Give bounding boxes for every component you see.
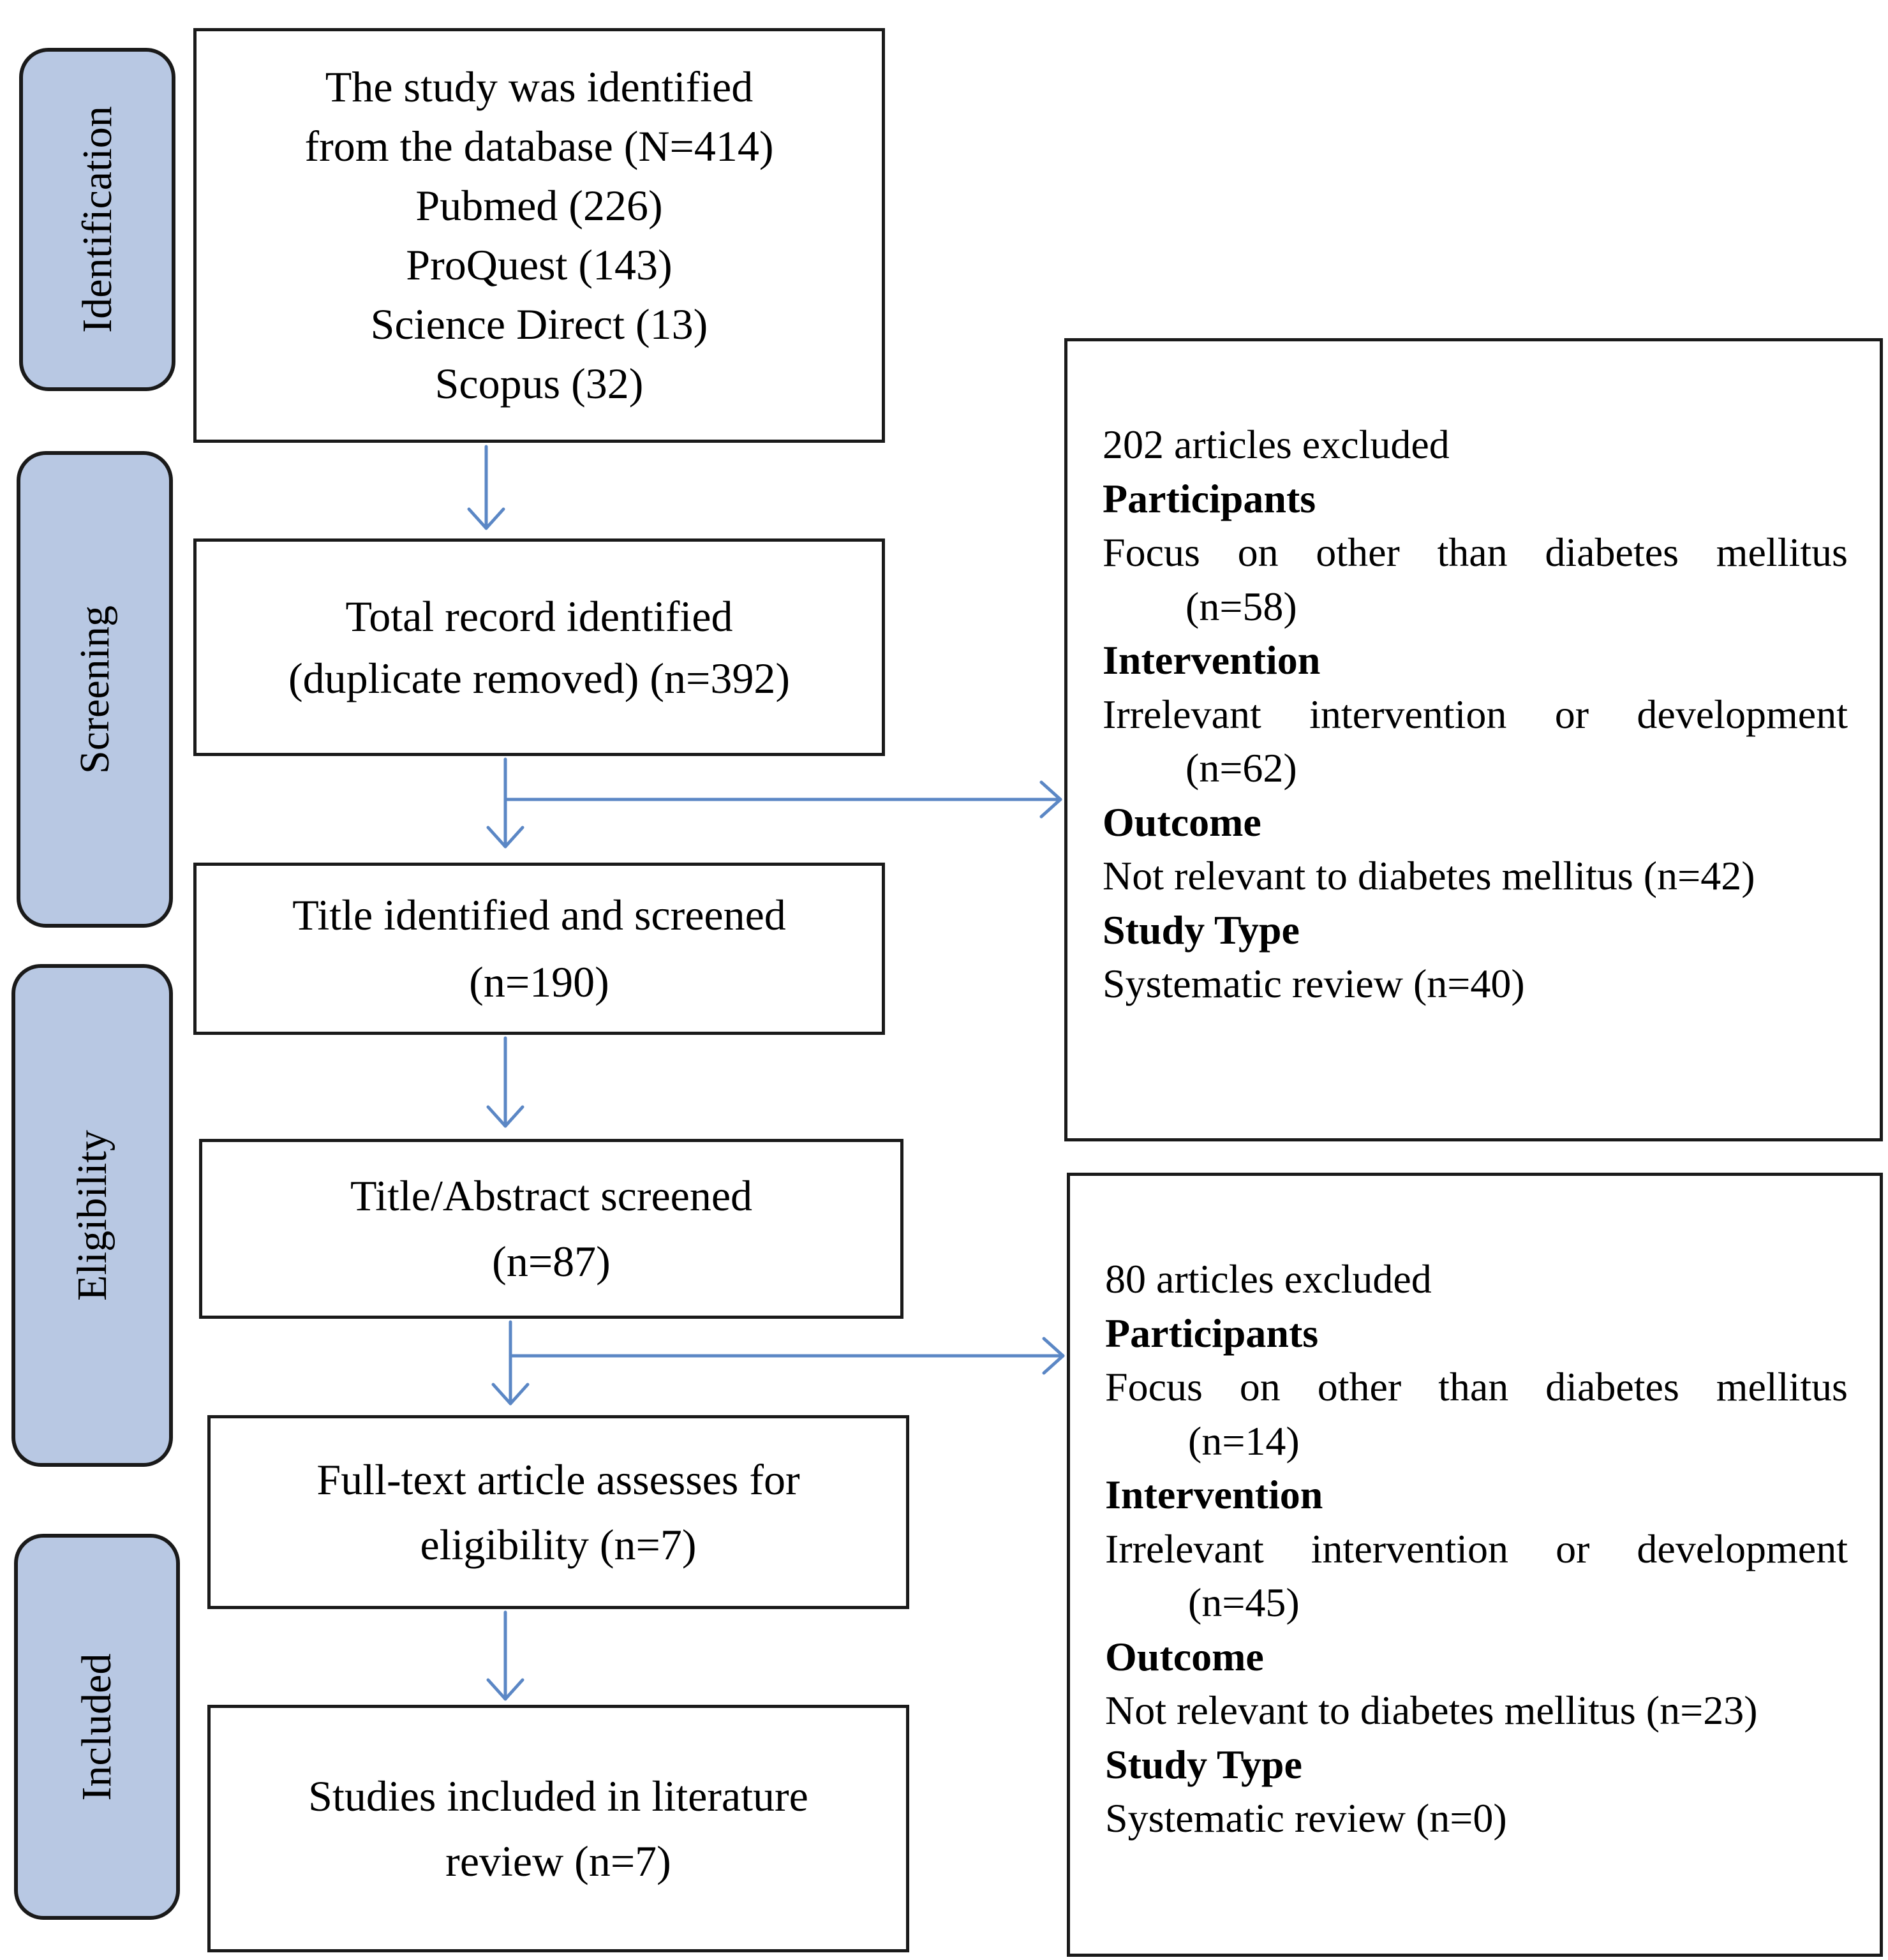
- exclusion-box-1: 202 articles excluded Participants Focus…: [1064, 338, 1883, 1141]
- identified-line-4: ProQuest (143): [406, 241, 673, 289]
- exclusion-2-header: 80 articles excluded: [1105, 1256, 1432, 1302]
- exclusion-2-study-type-label: Study Type: [1105, 1741, 1302, 1787]
- title-screened-line-2: (n=190): [469, 958, 609, 1006]
- exclusion-2-outcome-text: Not relevant to diabetes mellitus (n=23): [1105, 1688, 1758, 1733]
- stage-eligibility: Eligibility: [11, 964, 173, 1467]
- exclusion-2-participants-count: (n=14): [1188, 1418, 1300, 1464]
- identified-line-5: Science Direct (13): [370, 300, 708, 348]
- exclusion-1-study-type-text: Systematic review (n=40): [1103, 961, 1525, 1006]
- exclusion-2-intervention-count: (n=45): [1188, 1580, 1300, 1625]
- identified-line-1: The study was identified: [325, 63, 754, 111]
- included-line-1: Studies included in literature: [308, 1772, 808, 1820]
- arrow-deduplicated-to-title-screened: [486, 757, 524, 849]
- identified-line-6: Scopus (32): [435, 359, 644, 408]
- fulltext-box: Full-text article assesses for eligibili…: [207, 1415, 909, 1609]
- arrow-title-screened-to-abstract: [486, 1036, 524, 1128]
- stage-included: Included: [14, 1534, 180, 1920]
- exclusion-2-participants-label: Participants: [1105, 1310, 1319, 1356]
- exclusion-1-outcome-label: Outcome: [1103, 799, 1261, 845]
- exclusion-2-study-type-text: Systematic review (n=0): [1105, 1795, 1507, 1841]
- exclusion-2-intervention-label: Intervention: [1105, 1472, 1323, 1517]
- fulltext-line-1: Full-text article assesses for: [316, 1455, 800, 1504]
- title-screened-line-1: Title identified and screened: [292, 891, 786, 939]
- identified-line-2: from the database (N=414): [304, 122, 774, 170]
- abstract-screened-box: Title/Abstract screened (n=87): [199, 1139, 903, 1319]
- deduplicated-line-1: Total record identified: [345, 591, 733, 641]
- stage-identification: Identification: [19, 48, 175, 391]
- arrow-abstract-to-fulltext: [491, 1320, 530, 1406]
- included-line-2: review (n=7): [445, 1837, 671, 1885]
- included-box: Studies included in literature review (n…: [207, 1705, 909, 1952]
- exclusion-1-study-type-label: Study Type: [1103, 907, 1300, 953]
- arrow-identified-to-deduplicated: [467, 445, 505, 530]
- abstract-screened-line-1: Title/Abstract screened: [350, 1171, 753, 1220]
- identified-line-3: Pubmed (226): [415, 181, 663, 230]
- fulltext-line-2: eligibility (n=7): [420, 1520, 697, 1569]
- arrow-to-exclusion-2: [509, 1337, 1065, 1375]
- exclusion-1-participants-count: (n=58): [1186, 583, 1297, 629]
- deduplicated-box: Total record identified (duplicate remov…: [193, 538, 885, 756]
- title-screened-box: Title identified and screened (n=190): [193, 863, 885, 1035]
- identified-box: The study was identified from the databa…: [193, 28, 885, 443]
- exclusion-1-intervention-count: (n=62): [1186, 745, 1297, 791]
- arrow-to-exclusion-1: [503, 780, 1062, 819]
- exclusion-1-intervention-label: Intervention: [1103, 637, 1321, 683]
- exclusion-2-outcome-label: Outcome: [1105, 1633, 1264, 1679]
- stage-screening: Screening: [17, 451, 173, 928]
- exclusion-1-header: 202 articles excluded: [1103, 422, 1450, 467]
- exclusion-1-participants-label: Participants: [1103, 475, 1316, 521]
- arrow-fulltext-to-included: [486, 1610, 524, 1701]
- abstract-screened-line-2: (n=87): [492, 1237, 611, 1286]
- exclusion-1-outcome-text: Not relevant to diabetes mellitus (n=42): [1103, 853, 1755, 898]
- deduplicated-line-2: (duplicate removed) (n=392): [288, 653, 791, 702]
